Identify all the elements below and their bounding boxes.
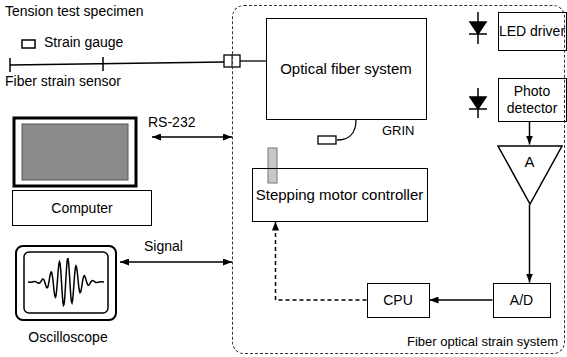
diode-symbol [469,88,487,118]
monitor [14,118,136,186]
node-label: Photo detector [499,83,566,115]
connector-arrow [276,222,367,301]
optical-fiber [337,120,356,140]
node-label: Stepping motor controller [256,186,424,203]
process-box: Photo detector [498,78,567,122]
process-box: A/D [493,283,551,318]
connector-arrow [152,136,232,138]
node-label: A [497,153,563,170]
process-box: Stepping motor controller [252,168,428,222]
process-box: CPU [367,283,430,318]
part-label: GRIN [382,124,415,139]
oscilloscope: Oscilloscope [12,243,124,349]
signal-label: Signal [142,238,185,254]
node-label: A/D [510,292,533,308]
amplifier-triangle: A [497,145,563,205]
process-box: Optical fiber system [266,18,427,120]
oscilloscope-screen [24,252,108,313]
node-label: Computer [12,190,152,226]
process-box: LED driver [498,12,567,51]
caption-label: Tension test specimen [5,3,144,19]
grin-lens [318,136,336,144]
waveform [28,259,104,306]
caption-label: Fiber strain sensor [5,73,121,89]
node-label: CPU [383,292,413,308]
caption-label: Strain gauge [44,34,123,50]
system-housing: Fiber optical strain system Optical fiber… [232,5,565,354]
optical-fiber [10,62,224,65]
node-label: Optical fiber system [280,60,412,77]
connector-arrow [430,299,493,301]
node-label: Fiber optical strain system [407,335,558,350]
connector-arrow [529,205,531,283]
sensor-tick [102,57,104,71]
sensor-tick [9,58,11,72]
oscilloscope-body [16,246,116,320]
motor-shaft [268,148,277,183]
node-label: Oscilloscope [12,327,124,347]
optical-fiber [240,60,266,61]
signal-label: RS-232 [146,114,197,130]
computer: Computer [12,116,152,226]
diode-symbol [469,12,487,44]
connector-arrow [529,122,531,145]
connector-arrow [120,261,232,263]
strain-gauge-symbol [22,40,35,48]
node-label: LED driver [499,23,565,39]
monitor-screen [22,124,128,180]
